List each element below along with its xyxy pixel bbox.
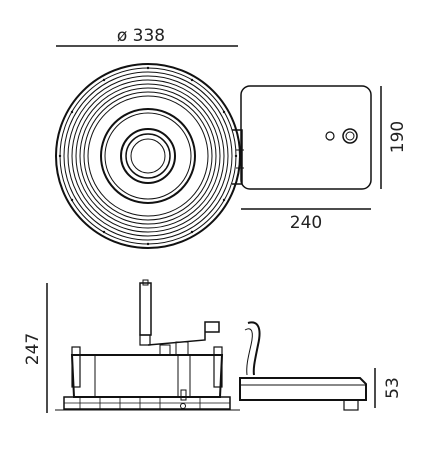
lamp-top-icon bbox=[55, 63, 244, 249]
diameter-label: ø 338 bbox=[117, 26, 165, 46]
driver-box bbox=[240, 85, 372, 190]
driver-box-side bbox=[239, 321, 367, 411]
lamp-side-icon bbox=[55, 279, 240, 411]
top-view: ø 338 bbox=[55, 26, 408, 249]
box-height-label: 190 bbox=[388, 121, 408, 153]
box-depth-label: 53 bbox=[383, 377, 403, 399]
box-width-label: 240 bbox=[290, 213, 322, 233]
side-view: 247 bbox=[23, 279, 403, 413]
total-height-label: 247 bbox=[23, 333, 43, 365]
